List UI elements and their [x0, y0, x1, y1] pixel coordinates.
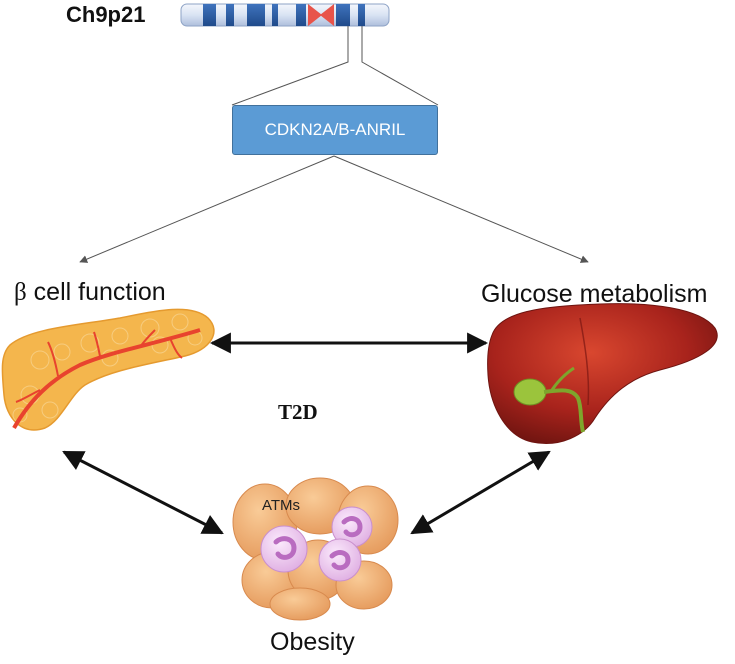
chromosome-label: Ch9p21: [66, 2, 146, 27]
gene-label: CDKN2A/B-ANRIL: [264, 120, 406, 139]
glucose-metabolism-label: Glucose metabolism: [481, 280, 708, 308]
t2d-label: T2D: [278, 400, 318, 424]
macrophage-cells: [260, 506, 373, 582]
zoom-lines: [231, 26, 439, 106]
atms-label: ATMs: [262, 497, 301, 514]
gene-box: CDKN2A/B-ANRIL: [232, 105, 438, 155]
chromosome-ideogram: [180, 3, 390, 27]
arrow-liver-obesity: [410, 450, 551, 535]
beta-cell-function-label: β cell function: [14, 278, 166, 307]
adipose-tissue-illustration: [232, 477, 399, 621]
arrow-pancreas-obesity: [62, 450, 224, 535]
beta-symbol: β: [14, 279, 27, 306]
obesity-label: Obesity: [270, 628, 355, 656]
beta-cell-text: cell function: [26, 278, 166, 306]
pancreas-illustration: [1, 308, 215, 431]
arrow-to-glucose: [333, 155, 589, 263]
arrow-to-beta: [79, 155, 335, 263]
liver-illustration: [487, 303, 718, 444]
